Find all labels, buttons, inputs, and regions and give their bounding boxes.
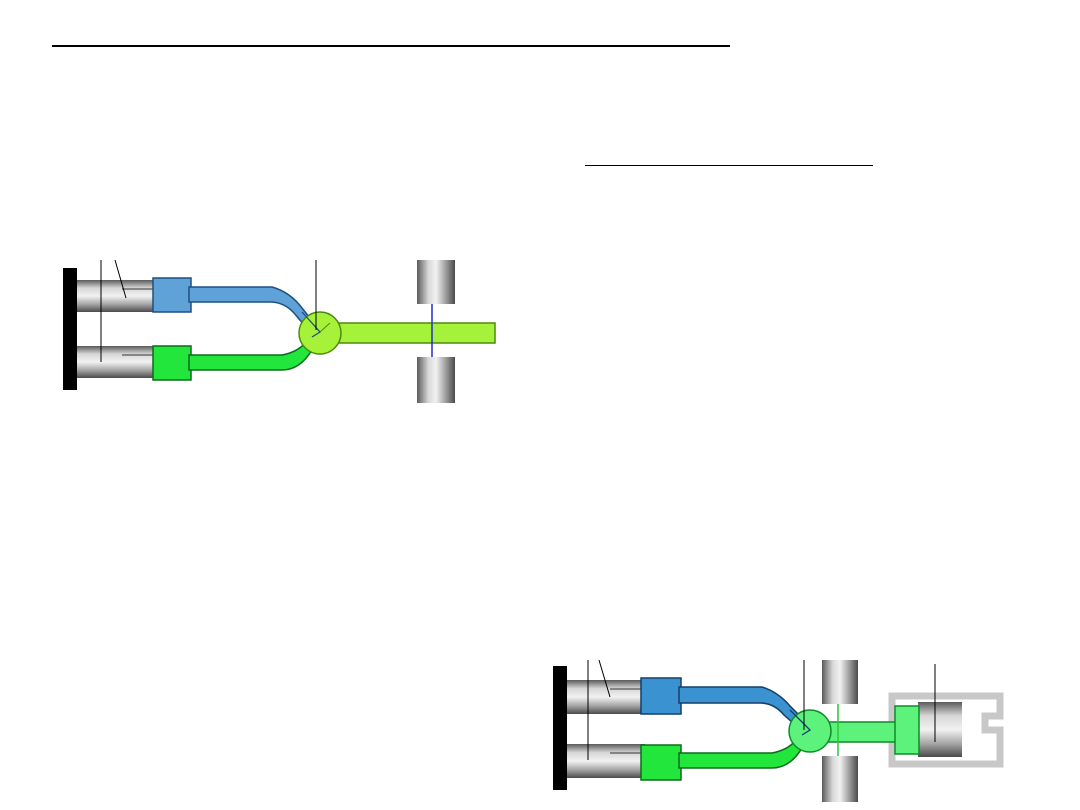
mixing-head [298, 311, 342, 355]
upper-barrel [567, 680, 645, 714]
mold-clamp-bottom [822, 756, 858, 802]
diagram-1 [63, 259, 496, 403]
title-underline [52, 45, 730, 47]
frame-plate [63, 268, 77, 390]
lower-nozzle-block [640, 744, 682, 781]
mold-clamp-bottom [417, 357, 455, 403]
cylinder-housing [888, 692, 1004, 768]
mixing-head [788, 709, 832, 753]
diagram-2 [553, 659, 1004, 802]
lower-barrel [77, 346, 157, 378]
leader-line [114, 259, 127, 299]
lower-nozzle-block [152, 345, 192, 381]
leader-line [598, 659, 611, 698]
mold-clamp-top [417, 260, 455, 304]
piston [894, 705, 920, 755]
lower-barrel [567, 744, 645, 778]
upper-nozzle-block [152, 277, 192, 313]
subtitle-underline [585, 165, 873, 166]
mold-clamp-top [822, 660, 858, 704]
upper-feed-channel [188, 286, 320, 333]
runner [329, 322, 496, 344]
frame-plate [553, 666, 567, 790]
upper-nozzle-block [640, 677, 682, 715]
upper-barrel [77, 280, 157, 312]
runner [819, 721, 901, 743]
